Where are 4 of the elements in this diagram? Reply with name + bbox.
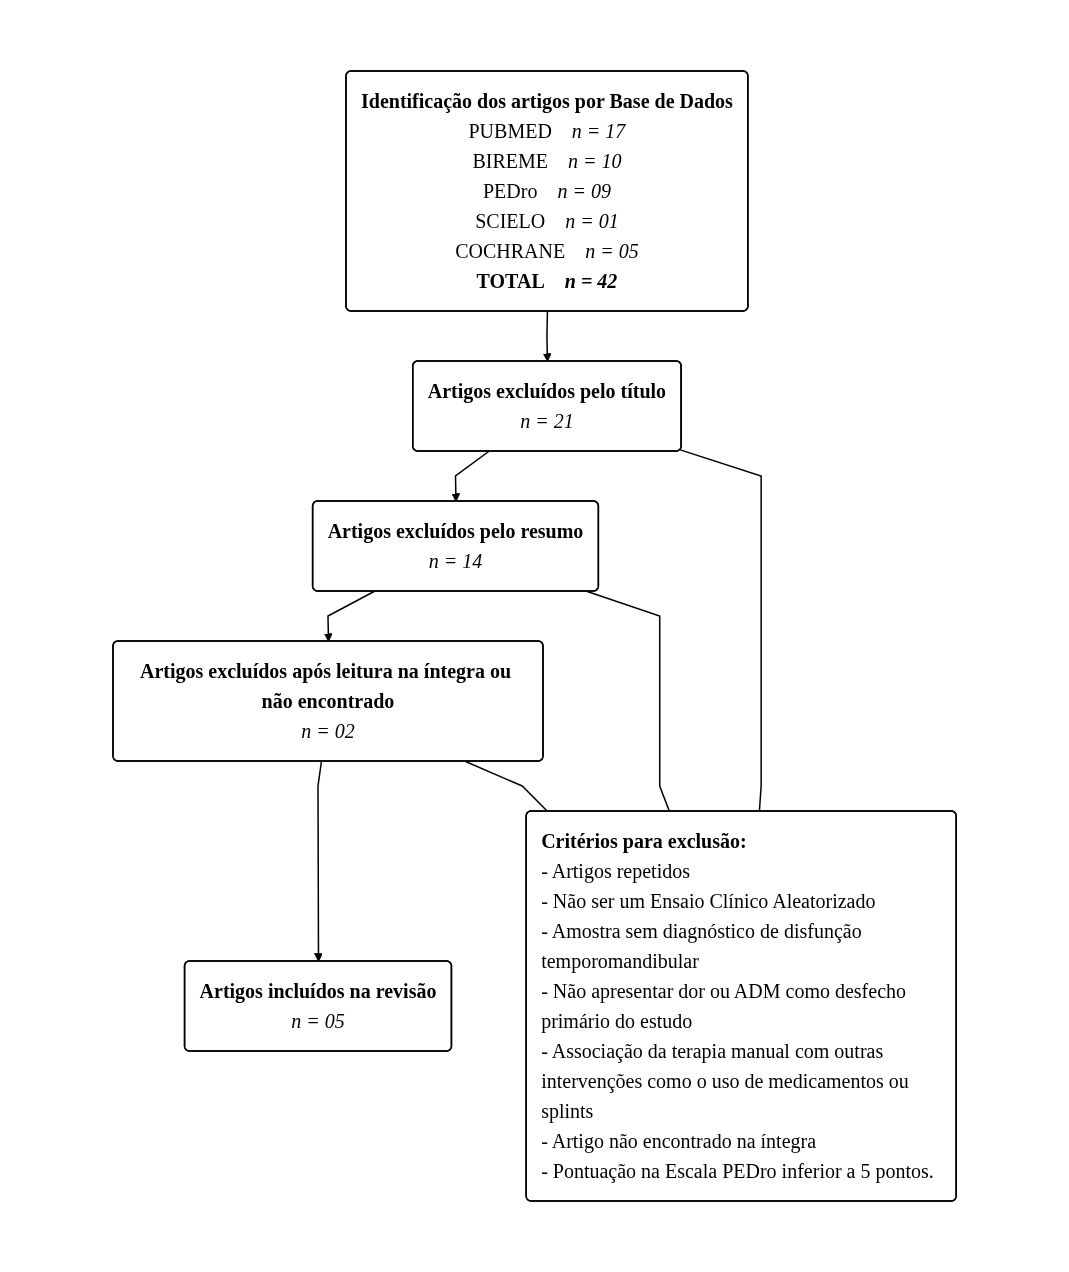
arrow <box>314 760 323 962</box>
arrow <box>542 310 552 362</box>
arrow <box>451 450 490 502</box>
arrow <box>323 590 375 642</box>
